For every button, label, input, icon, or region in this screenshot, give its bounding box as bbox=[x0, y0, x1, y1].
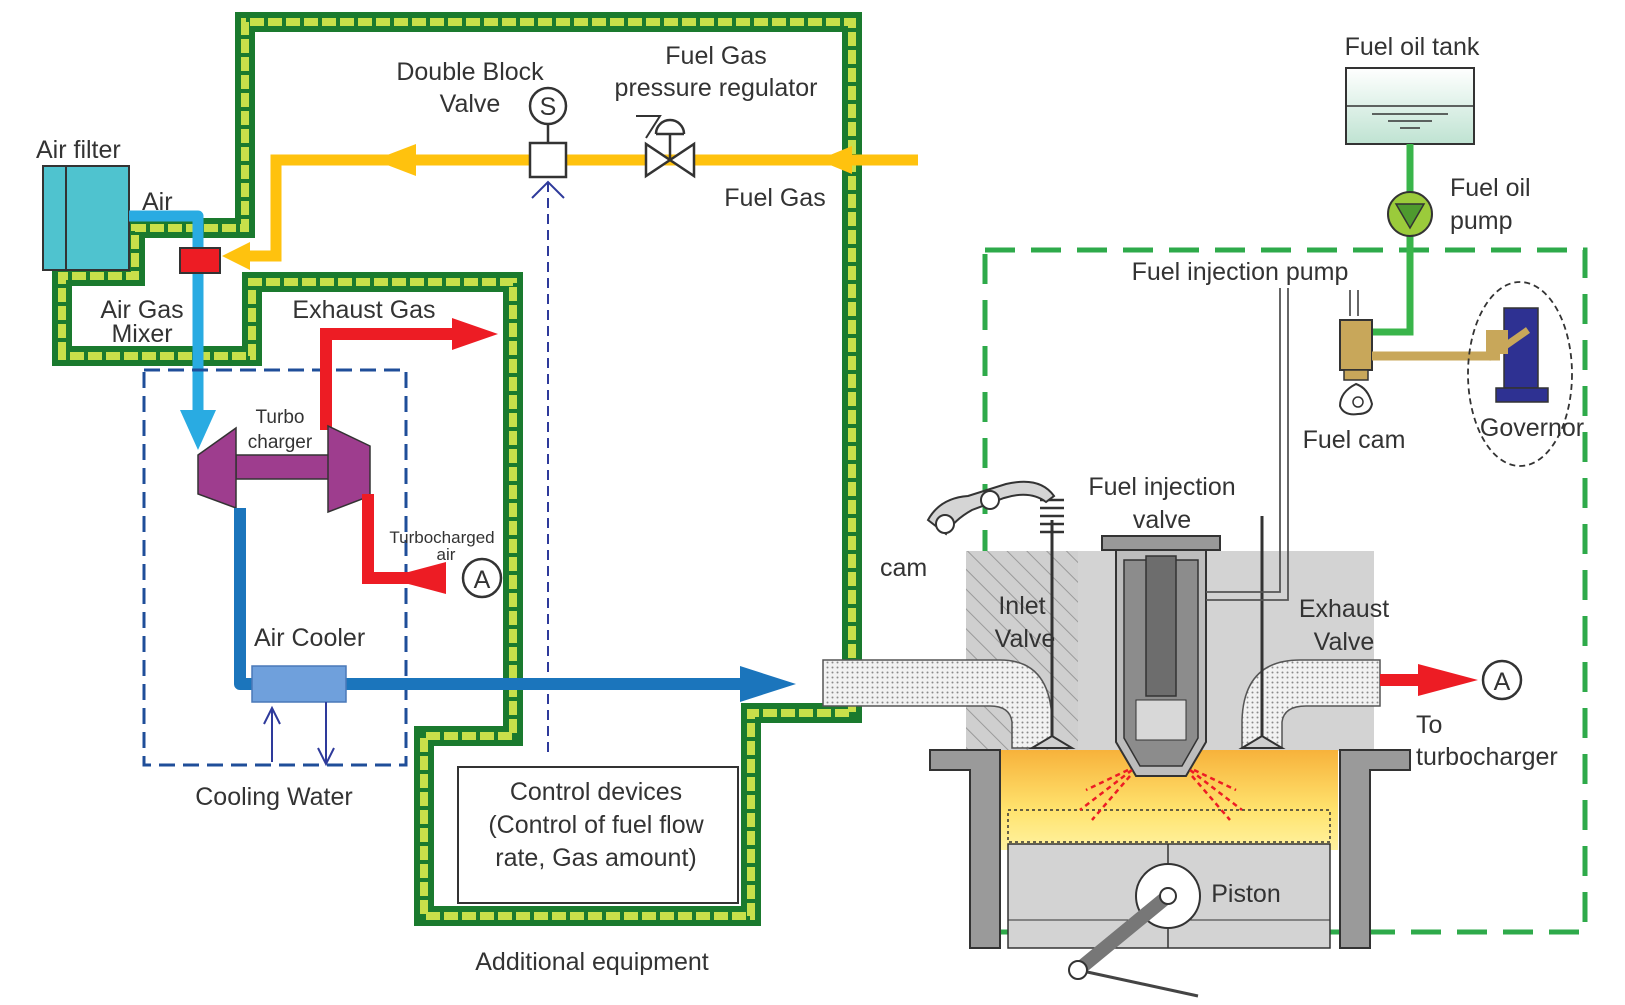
connector-a-label: A bbox=[474, 566, 491, 594]
fuel-oil-tank-label: Fuel oil tank bbox=[1345, 33, 1480, 61]
governor-label: Governor bbox=[1480, 414, 1584, 442]
cooling-water-label: Cooling Water bbox=[195, 783, 352, 811]
fuel-gas-arrow-left bbox=[374, 144, 416, 176]
air-label: Air bbox=[142, 188, 173, 216]
exhaust-port bbox=[1241, 659, 1381, 749]
exhaust-gas-arrow bbox=[452, 318, 498, 350]
inlet-valve bbox=[1028, 498, 1076, 749]
exhaust-gas-label: Exhaust Gas bbox=[292, 296, 435, 324]
cylinder-liner bbox=[929, 749, 1411, 949]
fuel-gas-label: Fuel Gas bbox=[724, 184, 825, 212]
turbocharger-label-1: Turbo bbox=[256, 407, 305, 428]
charge-air-line bbox=[234, 508, 796, 702]
fuel-gas-arrow-mixer bbox=[222, 242, 250, 270]
labels: Air filter Air Air Gas Mixer Double Bloc… bbox=[36, 33, 1584, 976]
control-devices-label-2: (Control of fuel flow bbox=[488, 811, 704, 839]
fuel-oil-pump-label-2: pump bbox=[1450, 207, 1513, 235]
fuel-oil-pump bbox=[1387, 191, 1433, 237]
turbocharger-label-2: charger bbox=[248, 432, 313, 453]
fuel-injection-pump-label: Fuel injection pump bbox=[1132, 258, 1349, 286]
pump-outlet-pipe bbox=[1349, 290, 1359, 316]
fuel-oil-pump-label-1: Fuel oil bbox=[1450, 174, 1531, 202]
to-turbocharger-label-1: To bbox=[1416, 711, 1442, 739]
double-block-valve-label-1: Double Block bbox=[396, 58, 544, 86]
fuel-injection-valve bbox=[1079, 535, 1243, 821]
exhaust-out-line: A bbox=[1380, 659, 1523, 701]
additional-equipment-label: Additional equipment bbox=[475, 948, 709, 976]
cam-label: cam bbox=[880, 554, 927, 582]
double-block-valve-label-2: Valve bbox=[440, 90, 501, 118]
turbocharged-air-line: A bbox=[362, 494, 503, 599]
turbocharger-region-boundary bbox=[142, 368, 408, 767]
inlet-valve-label-2: Valve bbox=[995, 625, 1056, 653]
connector-a-exhaust-label: A bbox=[1494, 668, 1511, 696]
control-devices-label-3: rate, Gas amount) bbox=[495, 844, 696, 872]
charge-air-arrow bbox=[740, 666, 796, 702]
control-devices-box bbox=[457, 766, 739, 904]
fuel-oil-line bbox=[1354, 144, 1414, 336]
double-block-valve-symbol: S bbox=[528, 86, 568, 179]
air-cooler-label: Air Cooler bbox=[254, 624, 365, 652]
piston-label: Piston bbox=[1211, 880, 1280, 908]
fuel-gas-arrow-right bbox=[818, 146, 852, 174]
regulator-label-2: pressure regulator bbox=[615, 74, 818, 102]
control-signal-line bbox=[531, 180, 565, 752]
fuel-cam-label: Fuel cam bbox=[1303, 426, 1406, 454]
fuel-injection-pump bbox=[1339, 319, 1500, 381]
air-filter bbox=[42, 165, 130, 271]
fuel-injection-valve-label-2: valve bbox=[1133, 506, 1191, 534]
to-turbocharger-label-2: turbocharger bbox=[1416, 743, 1558, 771]
exhaust-gas-line bbox=[320, 318, 498, 430]
fuel-oil-tank bbox=[1345, 67, 1475, 145]
air-arrow-down bbox=[180, 410, 216, 450]
injection-pipe bbox=[1206, 288, 1289, 601]
air-gas-mixer-valve bbox=[179, 247, 221, 274]
solenoid-symbol-label: S bbox=[540, 93, 557, 121]
connecting-rod bbox=[1068, 863, 1201, 998]
turbocharger bbox=[197, 424, 371, 514]
control-devices-label-1: Control devices bbox=[510, 778, 682, 806]
air-line bbox=[129, 210, 216, 450]
turbocharged-air-label-2: air bbox=[437, 545, 456, 564]
fuel-injection-valve-label-1: Fuel injection bbox=[1088, 473, 1235, 501]
additional-equipment-boundary bbox=[52, 12, 862, 926]
intake-port bbox=[822, 659, 1053, 749]
air-gas-mixer-label-1: Air Gas bbox=[100, 296, 183, 324]
turbocharged-air-label-1: Turbocharged bbox=[389, 528, 494, 547]
exhaust-valve-label-2: Valve bbox=[1314, 628, 1375, 656]
inlet-valve-label-1: Inlet bbox=[998, 592, 1045, 620]
governor bbox=[1467, 281, 1573, 467]
fuel-cam bbox=[1338, 382, 1374, 416]
air-gas-mixer-label-2: Mixer bbox=[111, 320, 172, 348]
regulator-label-1: Fuel Gas bbox=[665, 42, 766, 70]
air-cooler bbox=[251, 665, 347, 767]
exhaust-valve-label-1: Exhaust bbox=[1299, 595, 1389, 623]
exhaust-valve bbox=[1238, 516, 1286, 749]
fuel-gas-line bbox=[222, 144, 918, 270]
pressure-regulator-symbol bbox=[636, 115, 696, 179]
cam-mechanism bbox=[926, 480, 1056, 536]
air-filter-label: Air filter bbox=[36, 136, 121, 164]
